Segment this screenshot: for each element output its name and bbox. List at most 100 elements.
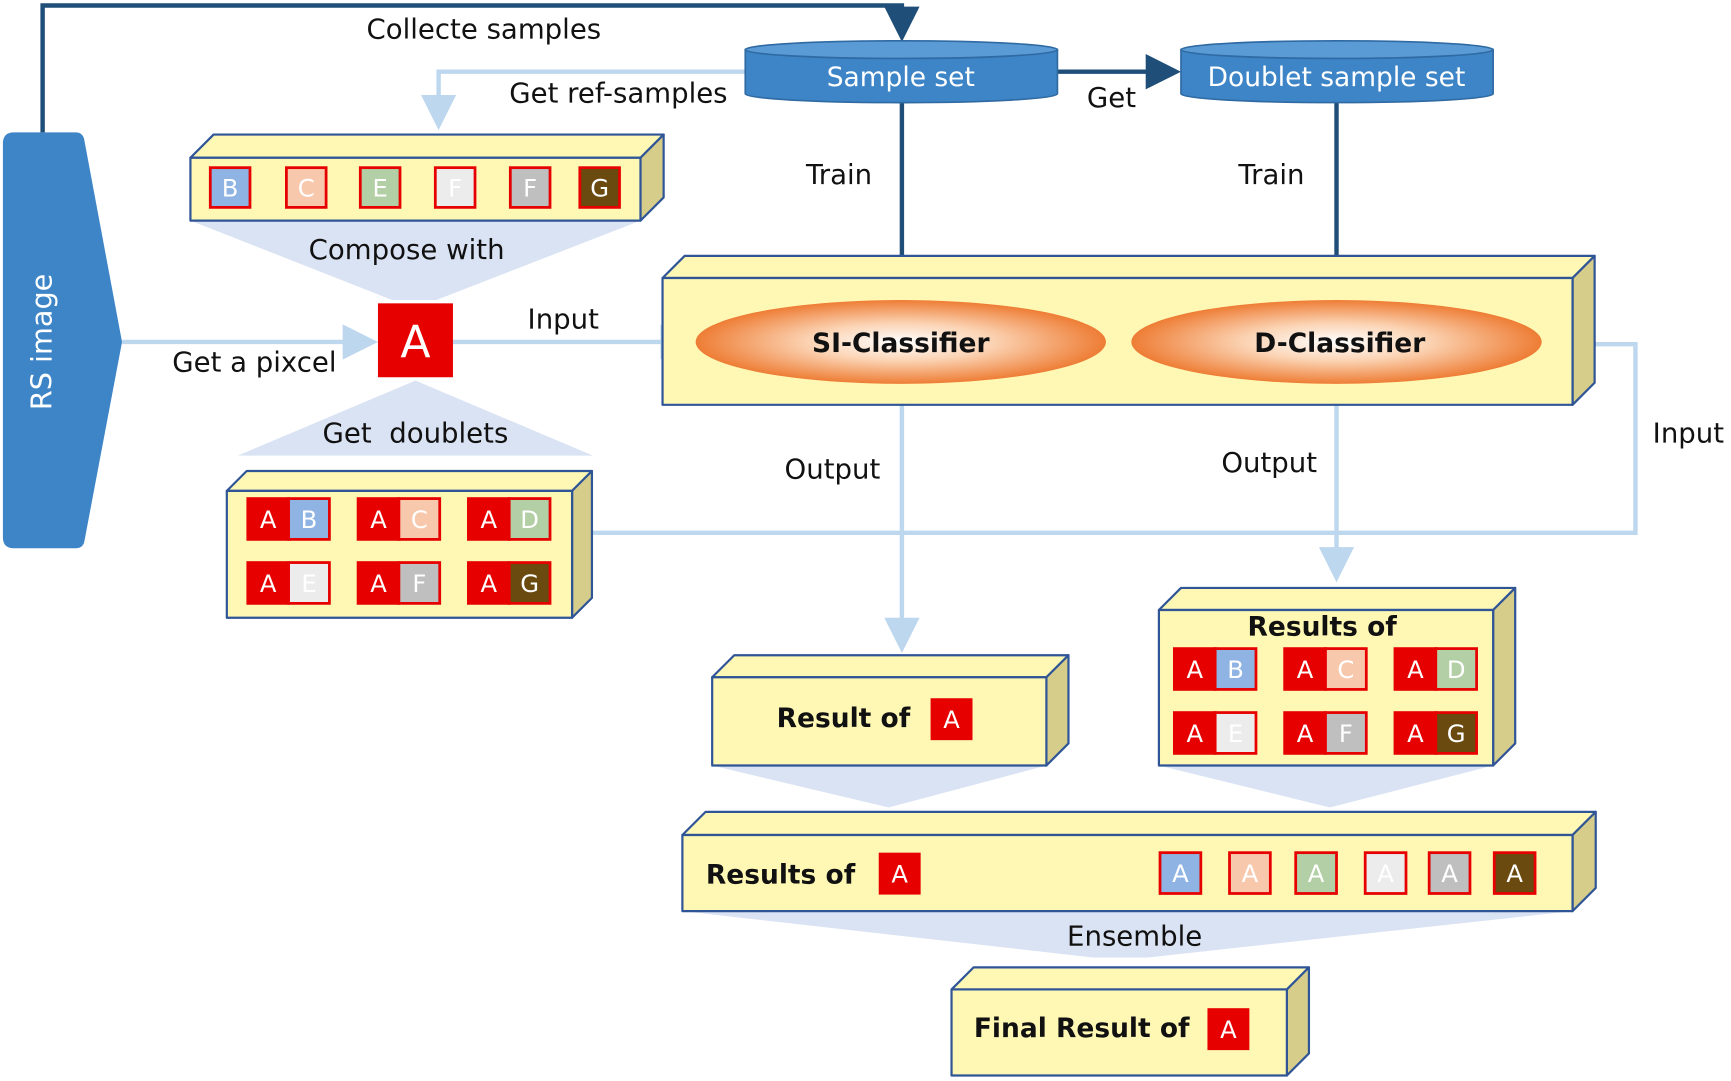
pixel-label: A xyxy=(400,317,430,368)
svg-text:A: A xyxy=(1506,859,1523,888)
ensemble-label: Ensemble xyxy=(1067,919,1202,952)
get-ref-samples-label: Get ref-samples xyxy=(509,77,727,110)
get-label: Get xyxy=(1087,81,1136,114)
svg-text:G: G xyxy=(590,173,609,202)
svg-text:C: C xyxy=(298,173,315,202)
svg-text:F: F xyxy=(412,569,426,598)
svg-text:A: A xyxy=(1242,859,1259,888)
arrows xyxy=(40,3,1638,654)
doublet-pair-second: G xyxy=(507,561,552,605)
doublet-result-pair-second: C xyxy=(1324,647,1368,691)
svg-text:D: D xyxy=(1447,655,1466,684)
doublet-result-pair-first: A xyxy=(1283,711,1327,755)
rs-image-shape xyxy=(2,132,123,549)
svg-text:G: G xyxy=(520,569,539,598)
svg-text:A: A xyxy=(481,569,498,598)
svg-text:A: A xyxy=(1297,655,1314,684)
ref-sample-square: C xyxy=(285,166,328,209)
svg-text:E: E xyxy=(301,569,316,598)
doublet-result-pair-first: A xyxy=(1283,647,1327,691)
doublet-result-pair-second: F xyxy=(1324,711,1368,755)
doublet-result-pair-first: A xyxy=(1172,711,1217,755)
svg-text:A: A xyxy=(1407,655,1424,684)
svg-text:G: G xyxy=(1447,719,1466,748)
svg-text:E: E xyxy=(1228,719,1243,748)
doublet-pair-second: E xyxy=(287,561,331,605)
ensemble-result-square: A xyxy=(1363,851,1408,895)
doublet-pair-second: C xyxy=(397,497,442,541)
doublet-pair-second: F xyxy=(397,561,442,605)
results-of-doublets-label: Results of xyxy=(1248,611,1398,642)
doublet-pair-second: B xyxy=(287,497,331,541)
input-d-arrow xyxy=(590,326,1638,535)
train-si-label: Train xyxy=(805,158,872,191)
result-box xyxy=(711,654,1070,767)
ensemble-pixel-square: A xyxy=(878,852,921,895)
svg-text:B: B xyxy=(301,505,318,534)
final-result-of-label: Final Result of xyxy=(974,1013,1190,1044)
ensemble-result-square: A xyxy=(1492,851,1537,895)
train-d-label: Train xyxy=(1237,158,1304,191)
doublet-pair-first: A xyxy=(467,561,511,605)
result-funnel xyxy=(712,765,1047,808)
svg-text:C: C xyxy=(1337,655,1354,684)
svg-text:F: F xyxy=(448,173,462,202)
results-funnel xyxy=(1158,765,1494,808)
doublet-pair-first: A xyxy=(356,497,401,541)
result-pixel-square: A xyxy=(930,698,973,741)
svg-text:F: F xyxy=(523,173,537,202)
doublet-sample-set-label: Doublet sample set xyxy=(1208,62,1466,93)
get-pixel-label: Get a pixcel xyxy=(172,346,336,379)
d-classifier-label: D-Classifier xyxy=(1254,328,1425,359)
svg-text:A: A xyxy=(1186,655,1203,684)
doublet-pair-first: A xyxy=(246,561,290,605)
collect-samples-arrow xyxy=(40,3,920,133)
si-classifier-ellipse xyxy=(695,300,1106,384)
doublet-result-pair-second: D xyxy=(1434,647,1478,691)
svg-text:A: A xyxy=(1172,859,1189,888)
svg-text:A: A xyxy=(943,705,960,734)
collect-samples-label: Collecte samples xyxy=(367,13,602,46)
doublet-sample-set-cylinder: Doublet sample set xyxy=(1180,39,1494,104)
svg-text:E: E xyxy=(372,173,387,202)
output-d-label: Output xyxy=(1221,446,1317,479)
ref-sample-square: E xyxy=(358,166,402,209)
ensemble-result-square: A xyxy=(1228,851,1272,895)
ref-sample-square: F xyxy=(433,166,477,209)
doublet-result-pair-first: A xyxy=(1393,647,1438,691)
si-classifier-label: SI-Classifier xyxy=(812,328,989,359)
output-si-label: Output xyxy=(785,453,881,486)
svg-text:D: D xyxy=(520,505,539,534)
input-left-label: Input xyxy=(528,303,600,336)
doublet-result-pair-second: G xyxy=(1434,711,1478,755)
doublets-funnel xyxy=(237,380,594,456)
svg-text:F: F xyxy=(1339,719,1353,748)
svg-text:A: A xyxy=(481,505,498,534)
ensemble-result-square: A xyxy=(1158,851,1203,895)
rs-image-label: RS image xyxy=(24,274,58,410)
svg-text:A: A xyxy=(1377,859,1394,888)
ref-sample-square: F xyxy=(508,166,552,209)
ref-samples-box xyxy=(189,133,665,222)
doublet-result-pair-first: A xyxy=(1393,711,1438,755)
ensemble-funnel xyxy=(682,911,1573,958)
sample-set-cylinder: Sample set xyxy=(744,39,1059,104)
svg-text:A: A xyxy=(1297,719,1314,748)
svg-text:A: A xyxy=(1441,859,1458,888)
doublet-result-pair-first: A xyxy=(1172,647,1217,691)
ensemble-box xyxy=(681,810,1597,913)
get-ref-samples-arrow xyxy=(420,69,746,131)
sample-set-label: Sample set xyxy=(827,62,975,93)
d-classifier-ellipse xyxy=(1131,300,1542,384)
get-doublets-label: Get doublets xyxy=(323,416,509,449)
compose-with-label: Compose with xyxy=(309,233,505,266)
result-of-label: Result of xyxy=(777,703,911,734)
svg-text:B: B xyxy=(1227,655,1244,684)
svg-text:A: A xyxy=(260,569,277,598)
svg-text:A: A xyxy=(1407,719,1424,748)
funnels xyxy=(190,220,1573,958)
svg-text:A: A xyxy=(1186,719,1203,748)
ensemble-result-square: A xyxy=(1294,851,1338,895)
